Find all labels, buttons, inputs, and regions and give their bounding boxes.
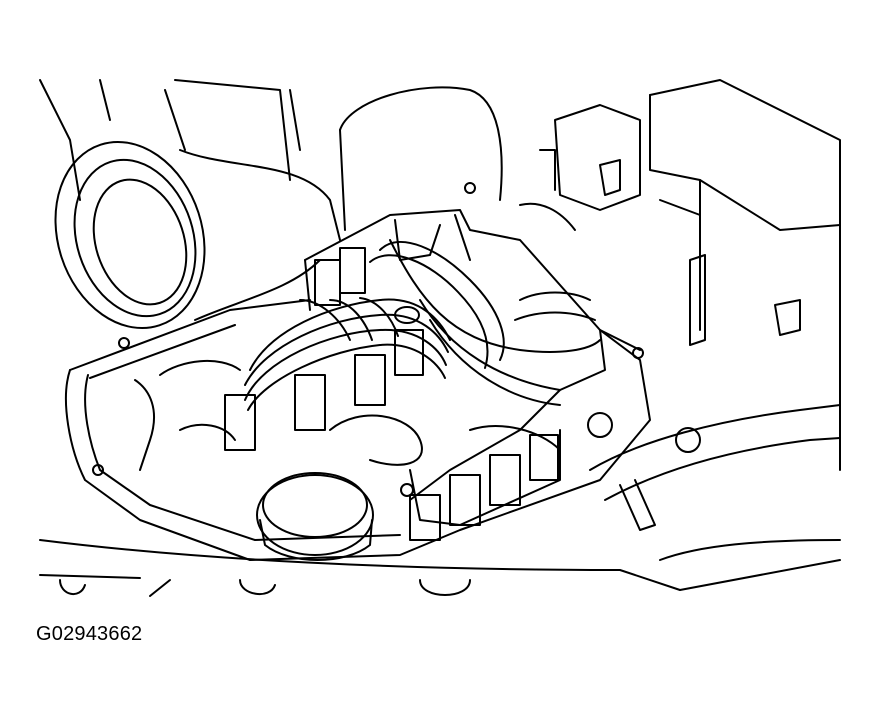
ecu-module xyxy=(304,209,606,526)
coolant-hose xyxy=(589,404,841,531)
ecu-connectors-left xyxy=(224,247,424,451)
transmission-lower-body xyxy=(39,359,841,597)
ecu-connectors-right xyxy=(409,434,559,541)
ecu-base-plate xyxy=(64,182,701,561)
intake-duct xyxy=(39,79,341,330)
wire-harness xyxy=(244,239,601,411)
reservoir-cap xyxy=(256,472,374,561)
upper-center-pipe xyxy=(289,86,503,231)
figure-id-label: G02943662 xyxy=(36,623,143,645)
relay-box xyxy=(519,79,841,471)
